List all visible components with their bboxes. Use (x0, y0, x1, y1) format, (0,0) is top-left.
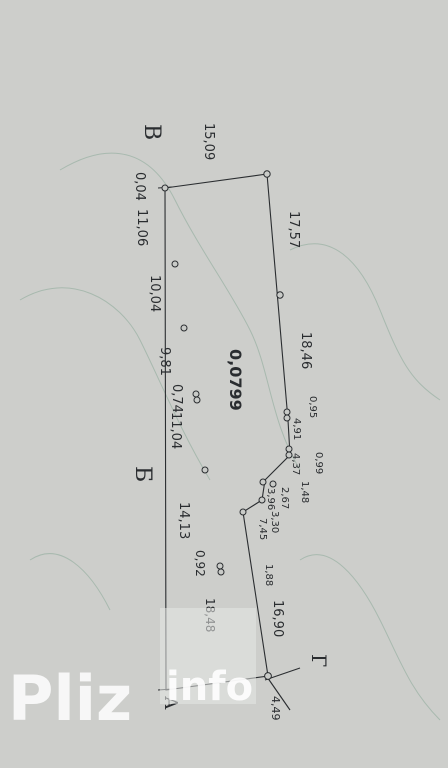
survey-point (216, 562, 224, 570)
survey-point (285, 445, 293, 453)
corner-label-b: Б (130, 466, 155, 482)
survey-point (269, 480, 277, 488)
dimension-label: 11,06 (134, 209, 149, 246)
survey-point (276, 291, 284, 299)
survey-point (285, 451, 293, 459)
dimension-label: 0,04 (132, 172, 147, 201)
dimension-label: 1,48 (299, 481, 310, 503)
dimension-label: 9,81 (157, 347, 172, 376)
watermark: Pliz info (8, 608, 256, 735)
survey-point (201, 466, 209, 474)
dimension-label: 4,37 (290, 453, 301, 475)
right-edge-dimensions: 17,57 18,46 0,95 0,99 4,91 4,37 1,48 2,6… (257, 211, 324, 637)
dimension-label: 0,92 (193, 550, 207, 577)
watermark-box (160, 608, 256, 704)
dimension-label: 11,04 (168, 412, 183, 449)
contour-line (19, 287, 211, 481)
plot-area-label: 0,0799 (226, 349, 245, 411)
dimension-label: 3,30 (269, 511, 280, 533)
survey-point (259, 478, 267, 486)
survey-point (258, 496, 266, 504)
dimension-label: 18,46 (298, 332, 313, 369)
contour-line (299, 554, 441, 721)
survey-point (171, 260, 179, 268)
survey-point (193, 396, 201, 404)
dimension-label: 7,45 (257, 518, 268, 540)
contour-line (289, 243, 441, 401)
corner-label-g: Г (307, 654, 331, 667)
dimension-label: 4,91 (291, 418, 302, 440)
watermark-suffix: info (166, 664, 253, 710)
survey-points (161, 170, 293, 680)
dimension-label: 14,13 (176, 502, 191, 539)
survey-point (239, 508, 247, 516)
contour-lines (19, 152, 441, 721)
contour-line (29, 553, 111, 611)
survey-point (283, 414, 291, 422)
contour-line (59, 152, 301, 471)
survey-point (217, 568, 225, 576)
survey-point (192, 390, 200, 398)
dimension-label: 1,88 (263, 564, 274, 586)
tick (264, 673, 291, 711)
watermark-brand: Pliz (8, 662, 132, 735)
dimension-label: 2,67 (279, 487, 290, 509)
dimension-label: 16,90 (270, 600, 285, 637)
survey-point (180, 324, 188, 332)
dimension-label: 0,95 (307, 396, 318, 418)
survey-point (283, 408, 291, 416)
dimension-label: 17,57 (286, 211, 301, 248)
survey-point (161, 184, 169, 192)
dimension-label: 0,74 (169, 384, 184, 413)
survey-point (264, 672, 272, 680)
survey-point (263, 170, 271, 178)
dimension-label: 15,09 (201, 123, 216, 160)
dimension-label: 0,99 (313, 452, 324, 474)
dimension-label: 4,49 (269, 696, 282, 721)
corner-label-v: В (139, 124, 164, 140)
dimension-label: 10,04 (147, 275, 162, 312)
dimension-label: 3,96 (265, 488, 276, 510)
